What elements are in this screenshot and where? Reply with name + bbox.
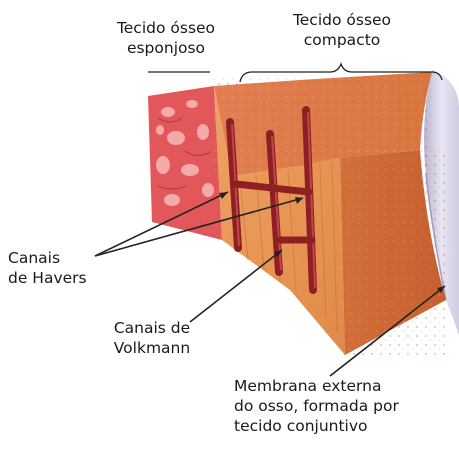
label-membrane-line3: tecido conjuntivo: [234, 416, 399, 436]
label-havers-line2: de Havers: [8, 268, 87, 288]
label-volkmann-line1: Canais de: [96, 318, 208, 338]
label-external-membrane: Membrana externa do osso, formada por te…: [234, 376, 399, 436]
label-membrane-line2: do osso, formada por: [234, 396, 399, 416]
label-volkmann-canals: Canais de Volkmann: [96, 318, 208, 358]
volkmann-pointer: [190, 250, 282, 322]
label-spongy-bone: Tecido ósseo esponjoso: [108, 18, 224, 58]
label-compact-line2: compacto: [272, 30, 412, 50]
label-compact-bone: Tecido ósseo compacto: [272, 10, 412, 50]
label-havers-canals: Canais de Havers: [8, 248, 87, 288]
label-compact-line1: Tecido ósseo: [272, 10, 412, 30]
label-membrane-line1: Membrana externa: [234, 376, 399, 396]
spongy-bone: [148, 86, 222, 240]
label-volkmann-line2: Volkmann: [96, 338, 208, 358]
label-spongy-line1: Tecido ósseo: [108, 18, 224, 38]
label-havers-line1: Canais: [8, 248, 87, 268]
label-spongy-line2: esponjoso: [108, 38, 224, 58]
